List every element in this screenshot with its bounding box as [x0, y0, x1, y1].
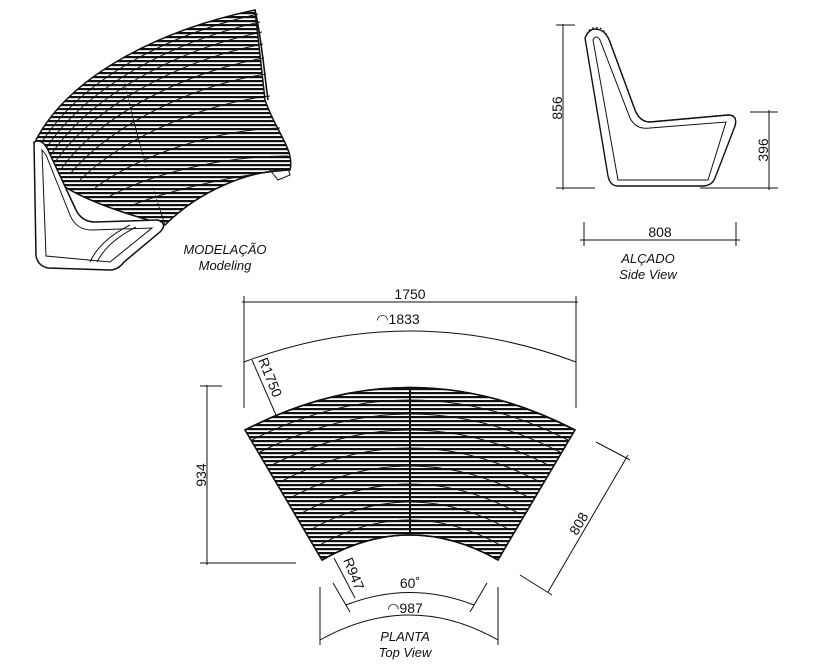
bench-plan: [243, 386, 577, 562]
modeling-subtitle: Modeling: [199, 258, 253, 273]
dim-inner-radius: R947: [340, 555, 367, 592]
dim-depth: 808: [648, 224, 672, 240]
top-view: 1750 ◠1833 R1750 934 808 R947 60˚ ◠987 P…: [193, 286, 631, 660]
dim-inner-arc: ◠987: [387, 600, 423, 616]
side-title: ALÇADO: [620, 251, 674, 266]
dim-height-total: 856: [549, 96, 565, 120]
dim-seat-height: 396: [755, 138, 771, 162]
bench-3d-model: [33, 9, 292, 271]
side-subtitle: Side View: [619, 267, 678, 282]
side-view: 856 396 808 ALÇADO Side View: [549, 24, 778, 282]
modeling-title: MODELAÇÃO: [183, 242, 266, 257]
chair-profile: [584, 26, 737, 187]
top-subtitle: Top View: [379, 645, 433, 660]
dim-depth-diagonal: 808: [566, 509, 592, 537]
top-title: PLANTA: [380, 629, 430, 644]
dim-outer-arc: ◠1833: [376, 311, 420, 327]
dim-depth-y: 934: [193, 463, 209, 487]
dim-width: 1750: [394, 286, 425, 302]
modeling-view: MODELAÇÃO Modeling: [33, 9, 292, 273]
dim-angle: 60˚: [400, 575, 420, 591]
